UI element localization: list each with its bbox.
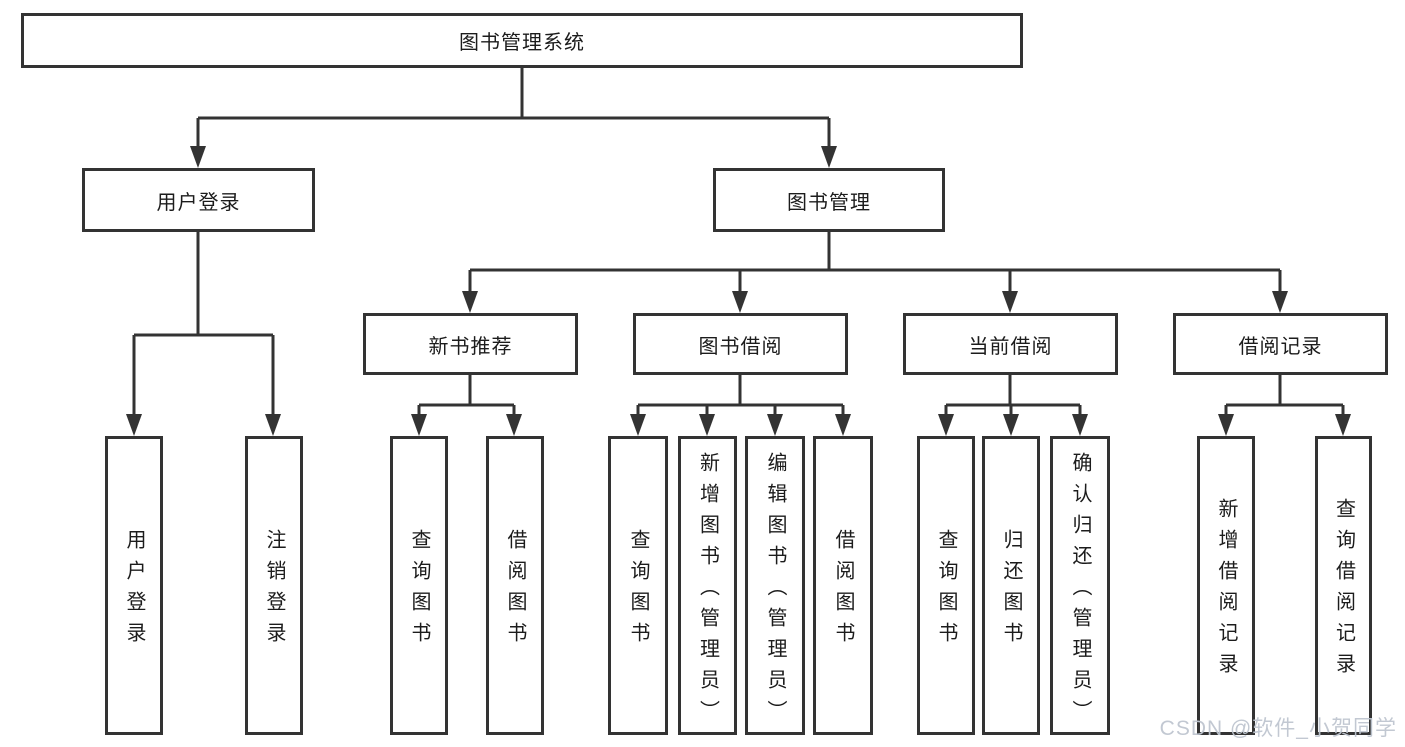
leaf-logout: 注销登录 <box>245 436 303 735</box>
node-current-borrow: 当前借阅 <box>903 313 1118 375</box>
arrowhead <box>1335 414 1351 436</box>
arrowhead <box>835 414 851 436</box>
arrowhead <box>630 414 646 436</box>
leaf-add-borrow-record: 新增借阅记录 <box>1197 436 1255 735</box>
leaf-user-login: 用户登录 <box>105 436 163 735</box>
arrowhead <box>1002 291 1018 313</box>
node-label: 借阅图书 <box>832 529 854 653</box>
arrowhead <box>411 414 427 436</box>
leaf-query-books-borrow: 查询图书 <box>608 436 668 735</box>
node-label: 图书借阅 <box>698 335 783 358</box>
connector-new-book-children <box>411 375 522 436</box>
connector-current-borrow-children <box>938 375 1088 436</box>
leaf-borrow-books: 借阅图书 <box>813 436 873 735</box>
node-label: 图书管理 <box>787 191 871 214</box>
arrowhead <box>265 414 281 436</box>
node-label: 编辑图书（管理员） <box>764 451 786 731</box>
arrowhead <box>1072 414 1088 436</box>
connector-borrow-record-children <box>1218 375 1351 436</box>
node-label: 用户登录 <box>123 529 145 653</box>
arrowhead <box>462 291 478 313</box>
node-label: 新增图书（管理员） <box>696 451 719 731</box>
connector-root-to-level2 <box>190 68 837 168</box>
node-label: 图书管理系统 <box>459 32 585 54</box>
leaf-borrow-books-recommend: 借阅图书 <box>486 436 544 735</box>
leaf-return-books: 归还图书 <box>982 436 1040 735</box>
node-book-management: 图书管理 <box>713 168 945 232</box>
arrowhead <box>821 146 837 168</box>
node-label: 注销登录 <box>263 529 285 653</box>
node-label: 确认归还（管理员） <box>1069 451 1091 731</box>
node-label: 查询借阅记录 <box>1332 498 1355 684</box>
leaf-query-books-current: 查询图书 <box>917 436 975 735</box>
node-label: 新书推荐 <box>428 335 513 358</box>
node-label: 用户登录 <box>156 191 241 214</box>
node-label: 查询图书 <box>408 529 430 653</box>
node-root-system: 图书管理系统 <box>21 13 1023 68</box>
leaf-query-books-recommend: 查询图书 <box>390 436 448 735</box>
node-user-login: 用户登录 <box>82 168 315 232</box>
arrowhead <box>938 414 954 436</box>
arrowhead <box>699 414 715 436</box>
arrowhead <box>506 414 522 436</box>
node-label: 查询图书 <box>627 529 649 653</box>
connector-user-login-children <box>126 232 281 436</box>
arrowhead <box>1272 291 1288 313</box>
connector-book-mgmt-children <box>462 232 1288 313</box>
node-label: 借阅记录 <box>1238 335 1323 358</box>
arrowhead <box>1218 414 1234 436</box>
arrowhead <box>732 291 748 313</box>
node-label: 借阅图书 <box>504 529 526 653</box>
arrowhead <box>1003 414 1019 436</box>
node-label: 查询图书 <box>935 529 957 653</box>
node-book-borrow: 图书借阅 <box>633 313 848 375</box>
arrowhead <box>126 414 142 436</box>
leaf-add-books-admin: 新增图书（管理员） <box>678 436 737 735</box>
leaf-confirm-return-admin: 确认归还（管理员） <box>1050 436 1110 735</box>
node-label: 当前借阅 <box>968 335 1053 358</box>
leaf-query-borrow-record: 查询借阅记录 <box>1315 436 1372 735</box>
leaf-edit-books-admin: 编辑图书（管理员） <box>745 436 805 735</box>
csdn-watermark: CSDN @软件_小贺同学 <box>1159 717 1397 740</box>
node-label: 归还图书 <box>1000 529 1022 653</box>
node-borrow-records: 借阅记录 <box>1173 313 1388 375</box>
connector-book-borrow-children <box>630 375 851 436</box>
node-label: 新增借阅记录 <box>1215 498 1237 684</box>
arrowhead <box>190 146 206 168</box>
arrowhead <box>767 414 783 436</box>
node-new-book-recommend: 新书推荐 <box>363 313 578 375</box>
